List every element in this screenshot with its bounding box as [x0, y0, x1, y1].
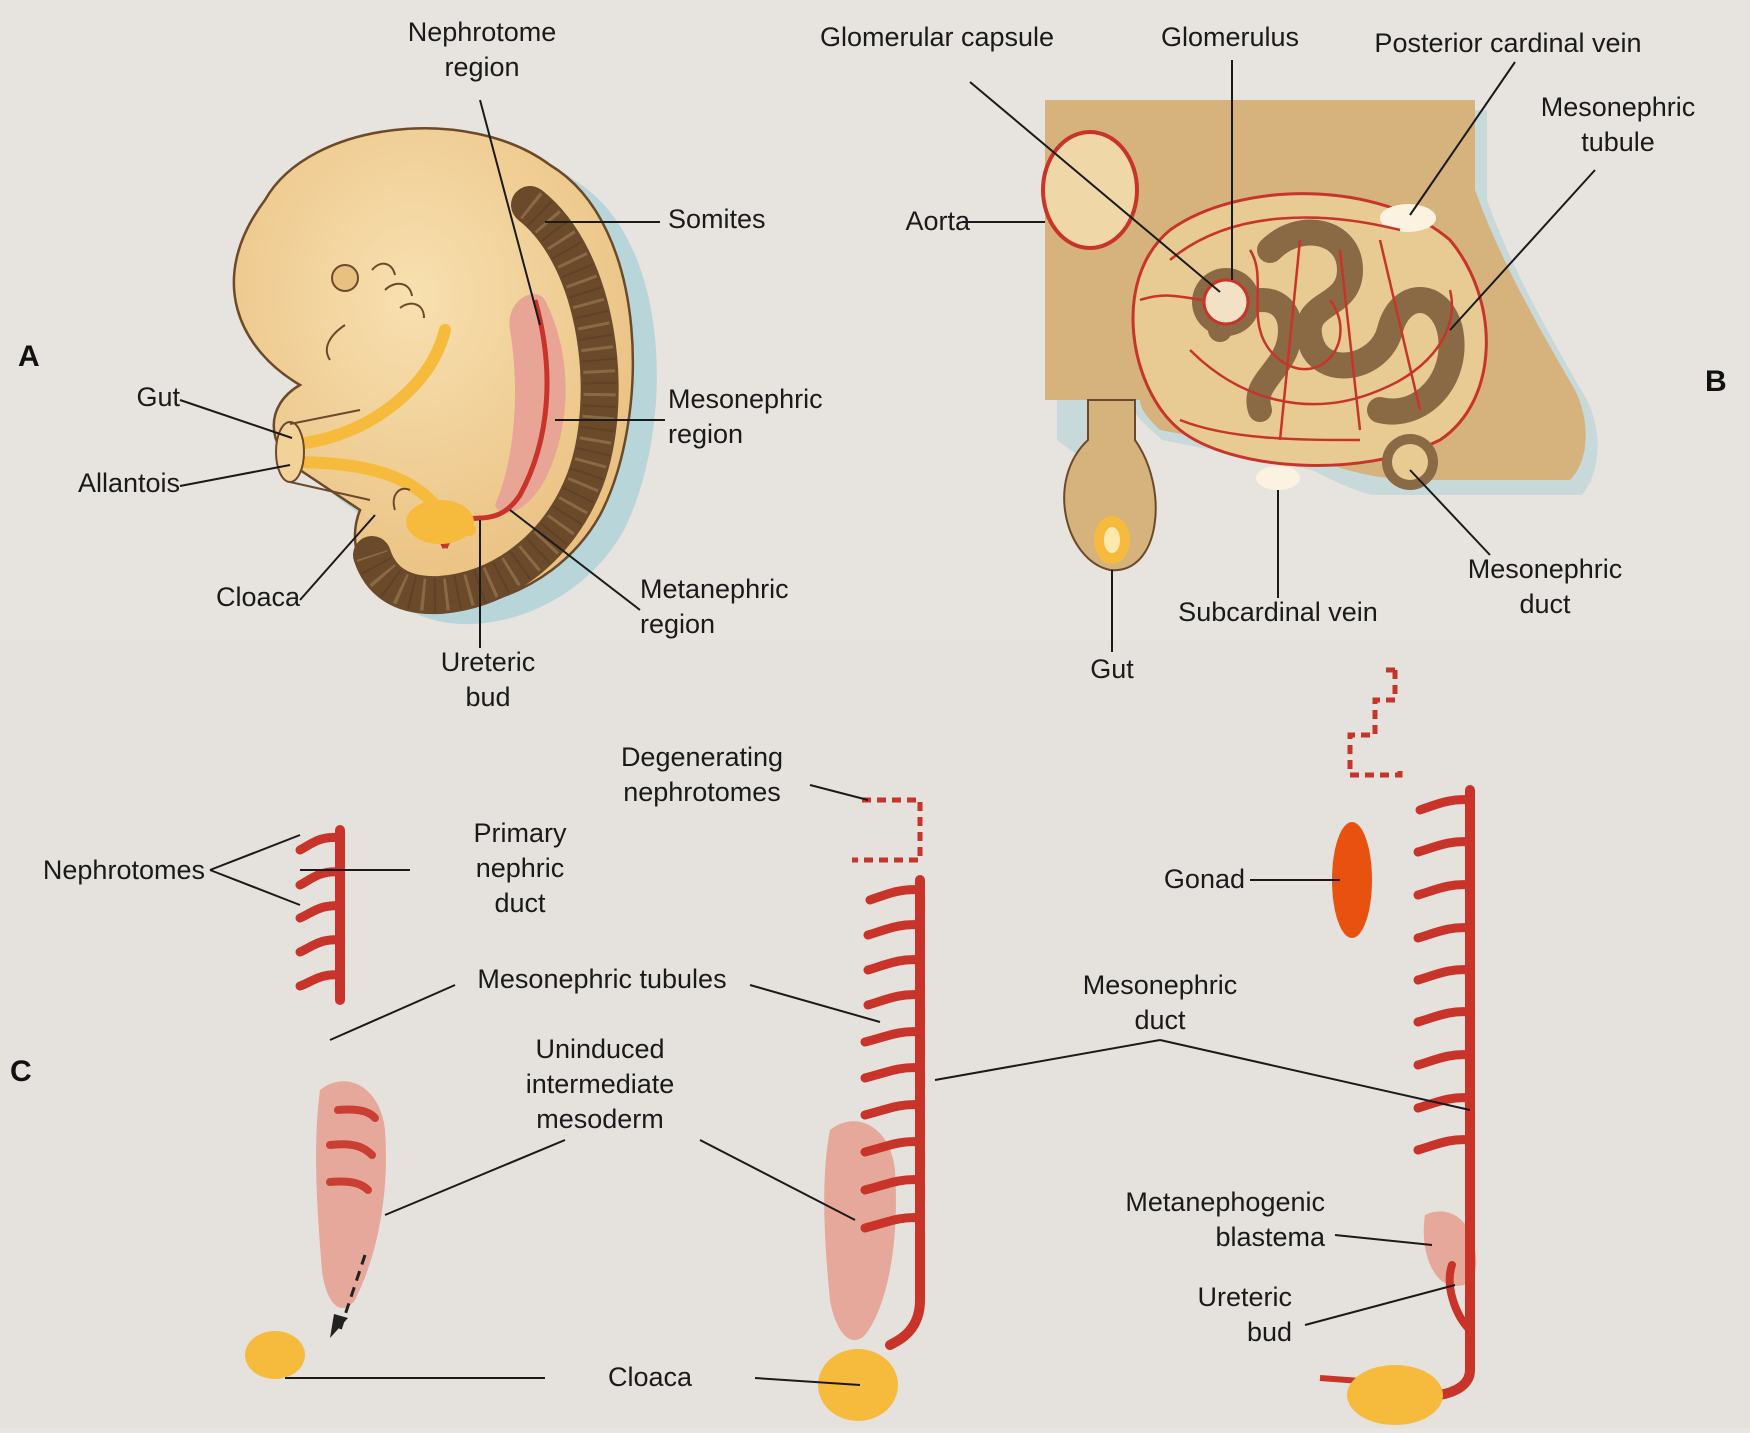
- label-gut-b: Gut: [1090, 652, 1134, 687]
- label-glomerulus: Glomerulus: [1161, 20, 1299, 55]
- label-gonad: Gonad: [1164, 862, 1245, 897]
- cloaca-c3: [1347, 1365, 1443, 1425]
- label-nephrotomes: Nephrotomes: [43, 853, 205, 888]
- label-posterior-cardinal-vein: Posterior cardinal vein: [1374, 26, 1641, 61]
- umbilical-stalk: [276, 422, 304, 482]
- label-gut-a: Gut: [136, 380, 180, 415]
- label-cloaca-a: Cloaca: [216, 580, 300, 615]
- label-mesonephric-tubules: Mesonephric tubules: [477, 962, 726, 997]
- cloaca-a: [406, 500, 474, 544]
- label-aorta: Aorta: [905, 204, 970, 239]
- label-allantois: Allantois: [78, 466, 180, 501]
- panel-label-c: C: [10, 1055, 32, 1089]
- panel-label-a: A: [18, 340, 40, 374]
- embryo-eye: [332, 265, 358, 291]
- label-somites: Somites: [668, 202, 766, 237]
- aorta: [1043, 132, 1137, 248]
- label-cloaca-c: Cloaca: [608, 1360, 692, 1395]
- panel-label-b: B: [1705, 365, 1727, 399]
- cloaca-c1: [245, 1331, 305, 1379]
- subcardinal-vein: [1256, 466, 1300, 490]
- glomerulus: [1204, 280, 1248, 324]
- label-glomerular-capsule: Glomerular capsule: [820, 20, 1054, 55]
- label-subcardinal-vein: Subcardinal vein: [1178, 595, 1378, 630]
